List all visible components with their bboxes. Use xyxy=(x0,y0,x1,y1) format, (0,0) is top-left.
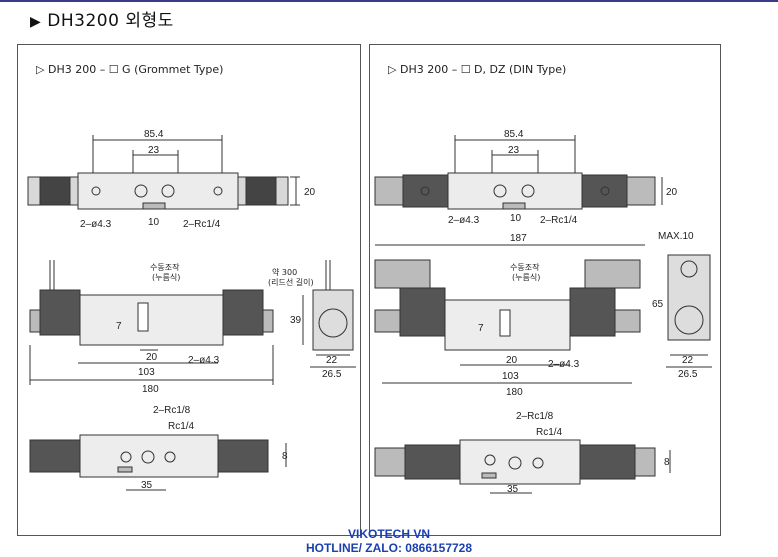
dim-side-w1: 22 xyxy=(682,355,694,366)
dim-side-w1: 22 xyxy=(326,355,338,366)
panel-title-din: ▷ DH3 200 – ☐ D, DZ (DIN Type) xyxy=(388,63,566,76)
dim-bottom-port2: Rc1/4 xyxy=(536,427,563,438)
dim-len-mid: 103 xyxy=(138,367,155,378)
top-rule xyxy=(0,0,778,2)
dim-center-ten: 10 xyxy=(148,217,160,228)
dim-hole-mid: 2–ø4.3 xyxy=(188,355,220,366)
dim-overall-mid: 180 xyxy=(142,384,159,395)
dim-overall-top: 85.4 xyxy=(144,129,164,140)
dim-bottom-width: 35 xyxy=(141,480,153,491)
dim-center-top: 23 xyxy=(148,145,160,156)
dim-hole-dia: 2–ø4.3 xyxy=(448,215,480,226)
dim-hole-mid: 2–ø4.3 xyxy=(548,359,580,370)
page-title-text: DH3200 외형도 xyxy=(47,11,174,31)
bottom-view xyxy=(374,439,671,494)
dim-small-seven: 7 xyxy=(116,321,122,332)
page-title: ▶ DH3200 외형도 xyxy=(30,6,174,31)
din-drawing: 85.4 23 20 2–ø4.3 10 2–Rc1/4 187 MAX.10 xyxy=(374,129,712,495)
dim-bottom-h: 8 xyxy=(282,451,288,462)
dim-side-w2: 26.5 xyxy=(678,369,698,380)
dim-height-top: 20 xyxy=(304,187,316,198)
dim-max10: MAX.10 xyxy=(658,231,694,242)
front-view xyxy=(29,260,356,385)
dim-bottom-port1: 2–Rc1/8 xyxy=(153,405,191,416)
dim-overall-187: 187 xyxy=(510,233,527,244)
label-manual-op-sub: (누름식) xyxy=(512,273,540,282)
dim-overall-top: 85.4 xyxy=(504,129,524,140)
dim-side-height: 65 xyxy=(652,299,664,310)
dim-side-height: 39 xyxy=(290,315,302,326)
panel-title-grommet-text: DH3 200 – ☐ G (Grommet Type) xyxy=(47,63,224,76)
dim-bottom-h: 8 xyxy=(664,457,670,468)
arrow-right-icon: ▷ xyxy=(36,63,48,76)
drawing-panel-grommet: ▷ DH3 200 – ☐ G (Grommet Type) 85.4 23 xyxy=(17,44,361,536)
bullet-triangle-icon: ▶ xyxy=(30,14,42,30)
dim-hole-dia: 2–ø4.3 xyxy=(80,219,112,230)
arrow-right-icon: ▷ xyxy=(388,63,400,76)
label-lead-len-sub: (리드선 길이) xyxy=(268,277,314,287)
label-lead-len: 약 300 xyxy=(272,267,297,277)
dim-small-seven: 7 xyxy=(478,323,484,334)
panel-title-din-text: DH3 200 – ☐ D, DZ (DIN Type) xyxy=(399,63,567,76)
label-manual-op-sub: (누름식) xyxy=(152,273,180,282)
drawing-panel-din: ▷ DH3 200 – ☐ D, DZ (DIN Type) 85.4 23 2… xyxy=(369,44,721,536)
dim-bottom-port2: Rc1/4 xyxy=(168,421,195,432)
bottom-view xyxy=(29,434,287,491)
dim-center-ten: 10 xyxy=(510,213,522,224)
footer-brand: VIKOTECH VN xyxy=(347,527,430,541)
label-manual-op: 수동조작 xyxy=(150,262,180,272)
label-manual-op: 수동조작 xyxy=(510,262,540,272)
dim-center-mid: 20 xyxy=(146,352,158,363)
dim-len-mid: 103 xyxy=(502,371,519,382)
front-view xyxy=(374,244,712,384)
top-view xyxy=(374,135,663,210)
dim-bottom-port1: 2–Rc1/8 xyxy=(516,411,554,422)
dim-center-top: 23 xyxy=(508,145,520,156)
dim-side-w2: 26.5 xyxy=(322,369,342,380)
dim-bottom-width: 35 xyxy=(507,484,519,495)
dim-height-top: 20 xyxy=(666,187,678,198)
dim-port-rc: 2–Rc1/4 xyxy=(540,215,578,226)
dim-port-rc: 2–Rc1/4 xyxy=(183,219,221,230)
dim-overall-mid: 180 xyxy=(506,387,523,398)
top-view xyxy=(27,135,300,210)
dim-center-mid: 20 xyxy=(506,355,518,366)
grommet-drawing: 85.4 23 20 2–ø4.3 10 2–Rc1/4 xyxy=(27,129,356,491)
footer-hotline: HOTLINE/ ZALO: 0866157728 xyxy=(305,541,473,555)
panel-title-grommet: ▷ DH3 200 – ☐ G (Grommet Type) xyxy=(36,63,223,76)
